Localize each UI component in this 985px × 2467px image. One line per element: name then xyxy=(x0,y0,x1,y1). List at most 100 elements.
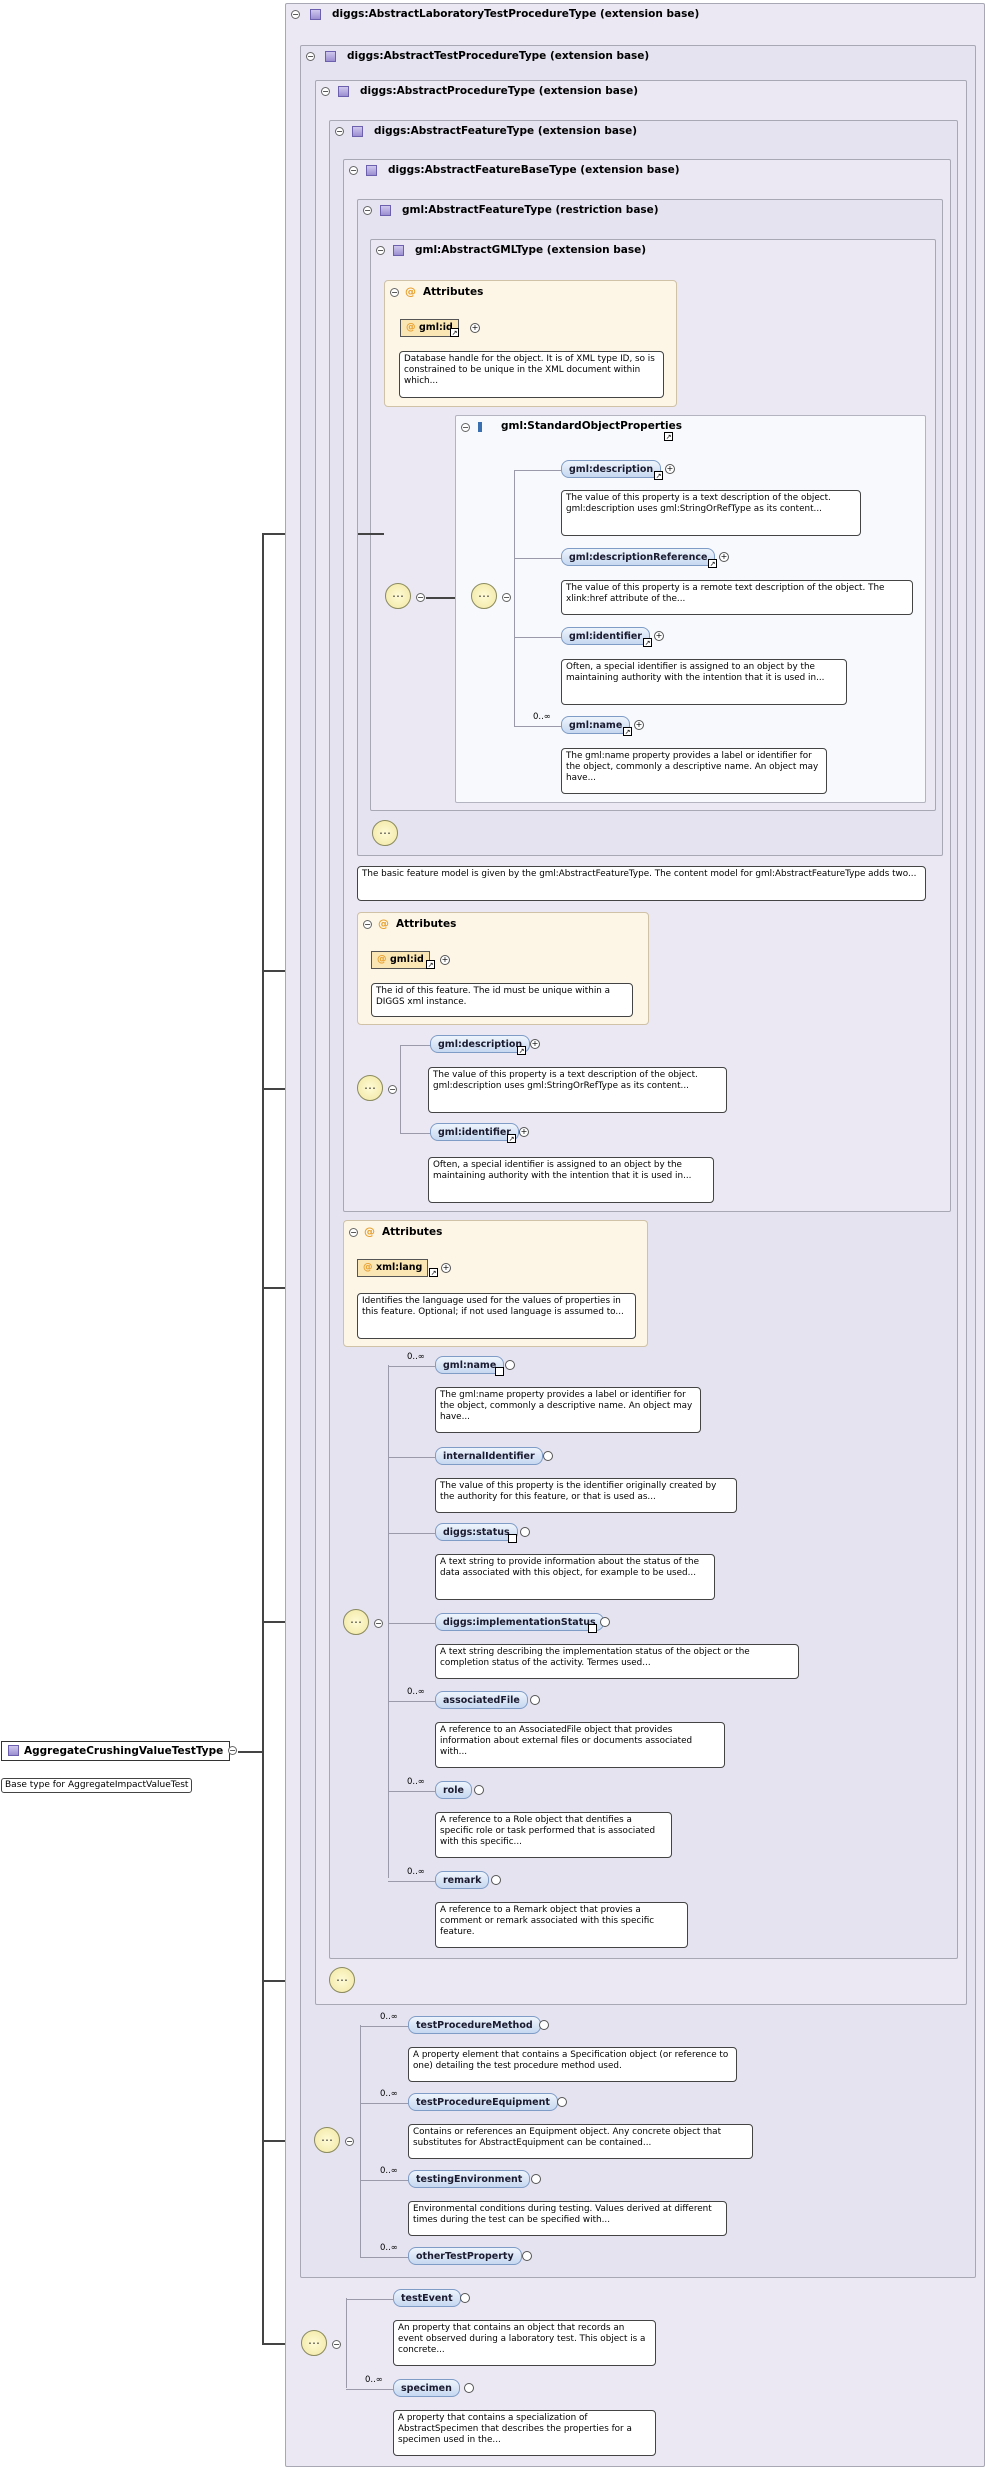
element-testprocedureequipment[interactable]: testProcedureEquipment xyxy=(408,2093,558,2111)
link-icon[interactable] xyxy=(508,1534,517,1543)
expand-icon[interactable]: + xyxy=(470,323,480,333)
expand-icon[interactable] xyxy=(491,1875,501,1885)
expand-icon[interactable] xyxy=(505,1360,515,1370)
connector xyxy=(388,1791,435,1792)
expand-icon[interactable] xyxy=(530,1695,540,1705)
link-icon[interactable] xyxy=(495,1367,504,1376)
expand-icon[interactable]: + xyxy=(665,464,675,474)
element-associatedfile[interactable]: associatedFile xyxy=(435,1691,528,1709)
element-internalidentifier[interactable]: internalIdentifier xyxy=(435,1447,543,1465)
attribute-gml-id[interactable]: gml:id xyxy=(371,951,430,969)
link-icon[interactable]: ↗ xyxy=(429,1268,438,1277)
expand-icon[interactable]: + xyxy=(440,955,450,965)
element-description: A text string to provide information abo… xyxy=(435,1554,715,1600)
connector xyxy=(358,533,384,535)
collapse-toggle[interactable]: − xyxy=(349,166,358,175)
collapse-toggle[interactable]: − xyxy=(291,10,300,19)
element-gml-name[interactable]: gml:name xyxy=(561,716,631,734)
link-icon[interactable]: ↗ xyxy=(708,559,717,568)
element-description: A reference to a Role object that dentif… xyxy=(435,1812,672,1858)
collapse-toggle[interactable]: − xyxy=(363,206,372,215)
expand-icon[interactable] xyxy=(522,2251,532,2261)
collapse-toggle[interactable]: − xyxy=(363,920,372,929)
link-icon[interactable]: ↗ xyxy=(517,1046,526,1055)
collapse-toggle[interactable]: − xyxy=(321,87,330,96)
expand-icon[interactable] xyxy=(474,1785,484,1795)
link-icon[interactable]: ↗ xyxy=(426,960,435,969)
root-type[interactable]: AggregateCrushingValueTestType xyxy=(1,1741,231,1761)
collapse-toggle[interactable]: − xyxy=(390,288,399,297)
link-icon[interactable]: ↗ xyxy=(664,432,673,441)
expand-icon[interactable]: + xyxy=(654,631,664,641)
expand-icon[interactable]: + xyxy=(719,552,729,562)
cardinality: 0..∞ xyxy=(380,2089,398,2099)
collapse-toggle[interactable]: − xyxy=(335,127,344,136)
link-icon[interactable]: ↗ xyxy=(643,638,652,647)
expand-icon[interactable] xyxy=(600,1617,610,1627)
expand-icon[interactable] xyxy=(539,2020,549,2030)
expand-icon[interactable] xyxy=(464,2383,474,2393)
collapse-toggle[interactable]: − xyxy=(416,593,425,602)
connector xyxy=(238,1751,262,1753)
expand-icon[interactable]: + xyxy=(634,720,644,730)
collapse-toggle[interactable]: − xyxy=(502,593,511,602)
root-type-description: Base type for AggregateImpactValueTest xyxy=(1,1778,193,1793)
expand-icon[interactable] xyxy=(531,2174,541,2184)
element-testingenvironment[interactable]: testingEnvironment xyxy=(408,2170,531,2188)
connector xyxy=(360,2103,408,2104)
link-icon[interactable]: ↗ xyxy=(654,471,663,480)
complex-type-icon xyxy=(8,1745,19,1756)
element-gml-identifier[interactable]: gml:identifier xyxy=(561,627,650,645)
element-gml-identifier[interactable]: gml:identifier xyxy=(430,1123,519,1141)
collapse-toggle[interactable]: − xyxy=(388,1085,397,1094)
sequence-icon: ⋯ xyxy=(301,2330,327,2356)
expand-icon[interactable]: + xyxy=(441,1263,451,1273)
element-gml-name[interactable]: gml:name xyxy=(435,1356,505,1374)
collapse-toggle[interactable]: − xyxy=(376,246,385,255)
expand-icon[interactable] xyxy=(520,1527,530,1537)
connector xyxy=(346,2299,393,2300)
expand-icon[interactable] xyxy=(460,2293,470,2303)
element-diggs-status[interactable]: diggs:status xyxy=(435,1523,518,1541)
cardinality: 0..∞ xyxy=(407,1777,425,1787)
type-header: diggs:AbstractProcedureType (extension b… xyxy=(360,85,639,97)
collapse-toggle[interactable]: − xyxy=(228,1746,237,1755)
collapse-toggle[interactable]: − xyxy=(332,2340,341,2349)
element-othertestproperty[interactable]: otherTestProperty xyxy=(408,2247,522,2265)
connector xyxy=(388,1366,435,1367)
element-testproceduremethod[interactable]: testProcedureMethod xyxy=(408,2016,541,2034)
element-gml-description[interactable]: gml:description xyxy=(561,460,662,478)
attribute-xml-lang[interactable]: xml:lang xyxy=(357,1259,429,1277)
element-specimen[interactable]: specimen xyxy=(393,2379,460,2397)
element-description: A property that contains a specializatio… xyxy=(393,2410,656,2456)
cardinality: 0..∞ xyxy=(407,1867,425,1877)
collapse-toggle[interactable]: − xyxy=(306,52,315,61)
element-diggs-implementationstatus[interactable]: diggs:implementationStatus xyxy=(435,1613,604,1631)
collapse-toggle[interactable]: − xyxy=(374,1619,383,1628)
connector xyxy=(346,2389,393,2390)
collapse-toggle[interactable]: − xyxy=(349,1228,358,1237)
sequence-icon: ⋯ xyxy=(357,1075,383,1101)
cardinality: 0..∞ xyxy=(380,2012,398,2022)
expand-icon[interactable]: + xyxy=(519,1127,529,1137)
link-icon[interactable] xyxy=(588,1624,597,1633)
connector xyxy=(360,2257,408,2258)
attribute-description: The id of this feature. The id must be u… xyxy=(371,983,633,1017)
link-icon[interactable]: ↗ xyxy=(623,727,632,736)
expand-icon[interactable] xyxy=(557,2097,567,2107)
element-remark[interactable]: remark xyxy=(435,1871,490,1889)
link-icon[interactable]: ↗ xyxy=(507,1134,516,1143)
cardinality: 0..∞ xyxy=(365,2375,383,2385)
collapse-toggle[interactable]: − xyxy=(461,423,470,432)
element-testevent[interactable]: testEvent xyxy=(393,2289,461,2307)
link-icon[interactable]: ↗ xyxy=(450,328,459,337)
element-description: Often, a special identifier is assigned … xyxy=(428,1157,714,1203)
expand-icon[interactable] xyxy=(543,1451,553,1461)
element-description: The value of this property is a text des… xyxy=(428,1067,727,1113)
attribute-description: Identifies the language used for the val… xyxy=(357,1293,636,1339)
element-gml-description-reference[interactable]: gml:descriptionReference xyxy=(561,548,716,566)
element-role[interactable]: role xyxy=(435,1781,472,1799)
expand-icon[interactable]: + xyxy=(530,1039,540,1049)
element-gml-description[interactable]: gml:description xyxy=(430,1035,531,1053)
collapse-toggle[interactable]: − xyxy=(345,2137,354,2146)
